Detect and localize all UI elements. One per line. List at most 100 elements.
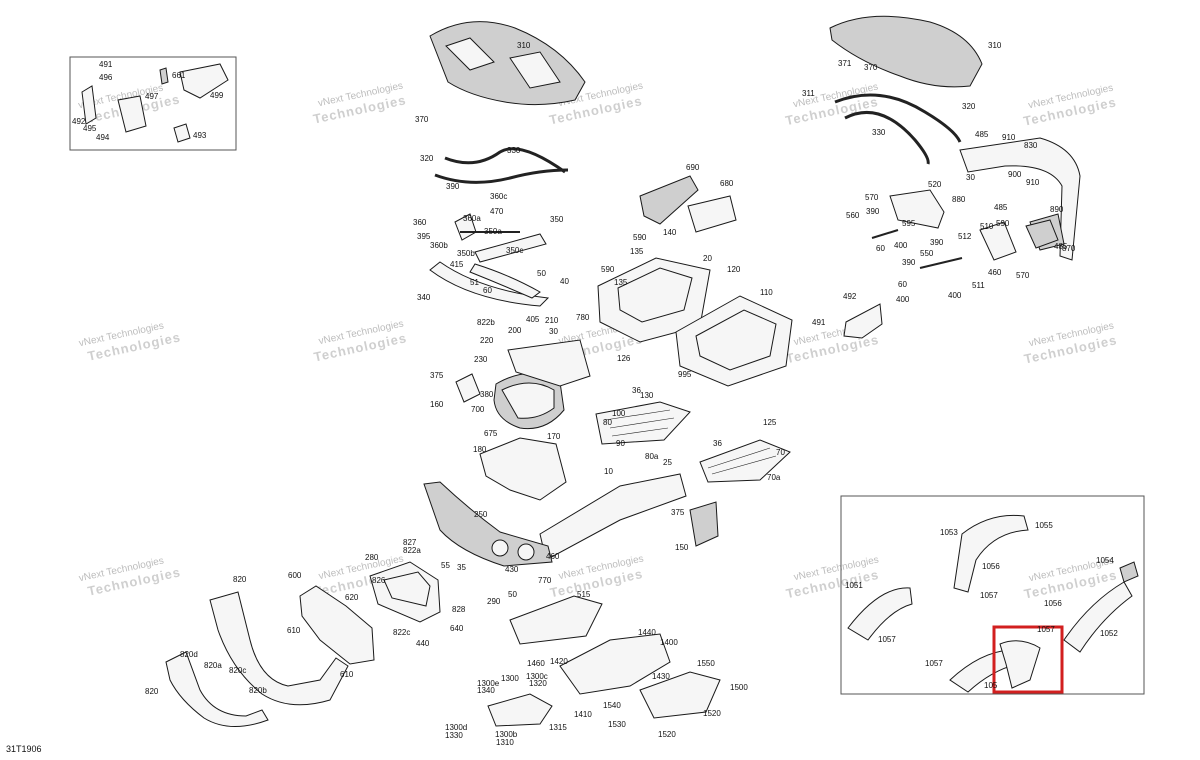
callout-700: 700 — [471, 405, 485, 414]
callout-900: 900 — [1008, 170, 1022, 179]
callout-36: 36 — [632, 386, 641, 395]
callout-640: 640 — [450, 624, 464, 633]
callout-600: 600 — [288, 571, 302, 580]
callout-160: 160 — [430, 400, 444, 409]
callout-280: 280 — [365, 553, 379, 562]
callout-395: 395 — [417, 232, 431, 241]
callout-10: 10 — [604, 467, 613, 476]
callout-51: 51 — [470, 278, 479, 287]
callout-320r: 320 — [962, 102, 976, 111]
callout-492r: 492 — [843, 292, 857, 301]
callout-1300: 1300 — [501, 674, 519, 683]
callout-1550: 1550 — [697, 659, 715, 668]
callout-400t: 400 — [896, 295, 910, 304]
callout-1420: 1420 — [550, 657, 568, 666]
callout-1500: 1500 — [730, 683, 748, 692]
callout-1320: 1320 — [529, 679, 547, 688]
callout-135: 135 — [630, 247, 644, 256]
callout-512: 512 — [958, 232, 972, 241]
inset-box-fenders — [840, 495, 1145, 695]
callout-830: 830 — [1024, 141, 1038, 150]
callout-35: 35 — [457, 563, 466, 572]
callout-140: 140 — [663, 228, 677, 237]
callout-515: 515 — [577, 590, 591, 599]
callout-370r: 370 — [864, 63, 878, 72]
callout-440: 440 — [416, 639, 430, 648]
callout-1057b: 1057 — [878, 635, 896, 644]
callout-1057: 1057 — [980, 591, 998, 600]
callout-311: 311 — [802, 89, 815, 98]
callout-827: 827 — [403, 538, 417, 547]
callout-20: 20 — [703, 254, 712, 263]
callout-360a: 360a — [463, 214, 481, 223]
callout-492: 492 — [72, 117, 86, 126]
callout-380: 380 — [480, 390, 494, 399]
callout-1310: 1310 — [496, 738, 514, 747]
callout-1053: 1053 — [940, 528, 958, 537]
callout-360b: 360b — [430, 241, 448, 250]
callout-70: 70 — [776, 448, 785, 457]
callout-1530: 1530 — [608, 720, 626, 729]
callout-390: 390 — [446, 182, 460, 191]
callout-330: 330 — [507, 146, 521, 155]
callout-180: 180 — [473, 445, 487, 454]
callout-1540: 1540 — [603, 701, 621, 710]
callout-170: 170 — [547, 432, 561, 441]
callout-460: 460 — [546, 552, 560, 561]
callout-40: 40 — [560, 277, 569, 286]
callout-822b: 822b — [477, 318, 495, 327]
callout-870: 870 — [1062, 244, 1076, 253]
callout-485b: 485 — [994, 203, 1008, 212]
callout-390s: 390 — [930, 238, 944, 247]
callout-130: 130 — [640, 391, 654, 400]
callout-770: 770 — [538, 576, 552, 585]
callout-460r: 460 — [988, 268, 1002, 277]
callout-570: 570 — [865, 193, 879, 202]
callout-320: 320 — [420, 154, 434, 163]
callout-485c: 485 — [1054, 242, 1068, 251]
callout-390r: 390 — [866, 207, 880, 216]
callout-60r: 60 — [876, 244, 885, 253]
callout-1300e: 1300e — [477, 679, 500, 688]
callout-415: 415 — [450, 260, 464, 269]
callout-1300c: 1300c — [526, 672, 548, 681]
callout-360: 360 — [413, 218, 427, 227]
callout-60: 60 — [483, 286, 492, 295]
callout-360c: 360c — [490, 192, 507, 201]
callout-511: 511 — [972, 281, 985, 290]
callout-310: 310 — [517, 41, 531, 50]
callout-310r: 310 — [988, 41, 1002, 50]
callout-780: 780 — [576, 313, 590, 322]
callout-820-lower: 820 — [145, 687, 159, 696]
diagram-id: 31T1906 — [6, 744, 42, 754]
callout-1052: 1052 — [1100, 629, 1118, 638]
callout-491r: 491 — [812, 318, 826, 327]
callout-499: 499 — [210, 91, 224, 100]
callout-494: 494 — [96, 133, 110, 142]
callout-50: 50 — [537, 269, 546, 278]
callout-495: 495 — [83, 124, 97, 133]
callout-50b: 50 — [508, 590, 517, 599]
highlight-box — [992, 625, 1064, 694]
callout-290: 290 — [487, 597, 501, 606]
callout-220: 220 — [480, 336, 494, 345]
callout-350a: 350a — [484, 227, 502, 236]
part-drawings — [81, 15, 1139, 728]
callout-105: 105 — [984, 681, 998, 690]
callout-400s: 400 — [948, 291, 962, 300]
callout-496: 496 — [99, 73, 113, 82]
callout-210: 210 — [545, 316, 559, 325]
callout-1520: 1520 — [703, 709, 721, 718]
callout-1400: 1400 — [660, 638, 678, 647]
callout-661: 661 — [172, 71, 186, 80]
callout-25: 25 — [663, 458, 672, 467]
callout-125: 125 — [763, 418, 777, 427]
callout-390t: 390 — [902, 258, 916, 267]
callout-470: 470 — [490, 207, 504, 216]
callout-570b: 570 — [1016, 271, 1030, 280]
callout-590: 590 — [633, 233, 647, 242]
callout-80: 80 — [603, 418, 612, 427]
callout-120: 120 — [727, 265, 741, 274]
callout-880: 880 — [952, 195, 966, 204]
